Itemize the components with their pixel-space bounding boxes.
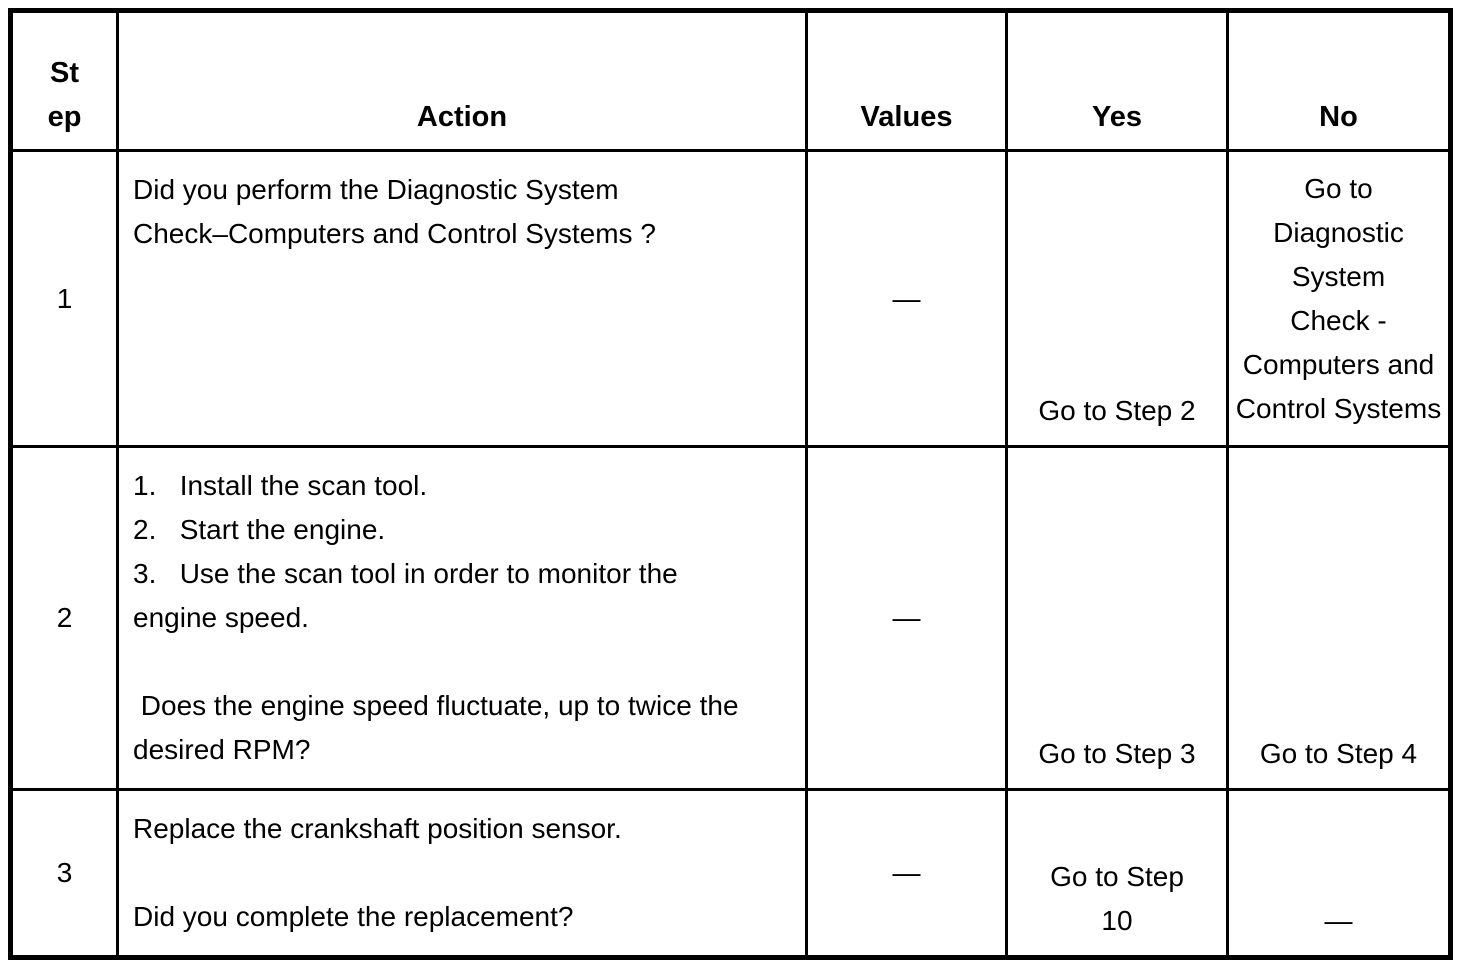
no-result-cell: Go to Step 4 (1226, 445, 1452, 791)
step-number-cell: 3 (9, 788, 119, 959)
column-header-yes: Yes (1005, 9, 1229, 152)
table-header: St ep Action Values Yes No (9, 9, 1452, 152)
table-body: 1 Did you perform the Diagnostic System … (9, 149, 1452, 959)
header-row: St ep Action Values Yes No (9, 9, 1452, 152)
table-row-step-2: 2 1. Install the scan tool. 2. Start the… (9, 445, 1452, 791)
action-cell: 1. Install the scan tool. 2. Start the e… (116, 445, 808, 791)
column-header-action: Action (116, 9, 808, 152)
values-cell: — (805, 149, 1008, 448)
values-cell: — (805, 788, 1008, 959)
yes-result-cell: Go to Step 10 (1005, 788, 1229, 959)
no-result-cell: Go to Diagnostic System Check - Computer… (1226, 149, 1452, 448)
step-number-cell: 1 (9, 149, 119, 448)
column-header-values: Values (805, 9, 1008, 152)
table-row-step-1: 1 Did you perform the Diagnostic System … (9, 149, 1452, 448)
column-header-step: St ep (9, 9, 119, 152)
column-header-no: No (1226, 9, 1452, 152)
values-cell: — (805, 445, 1008, 791)
yes-result-cell: Go to Step 3 (1005, 445, 1229, 791)
action-cell: Did you perform the Diagnostic System Ch… (116, 149, 808, 448)
diagnostic-steps-table: St ep Action Values Yes No 1 Did you per… (8, 8, 1453, 960)
no-result-cell: — (1226, 788, 1452, 959)
table-row-step-3: 3 Replace the crankshaft position sensor… (9, 788, 1452, 959)
yes-result-cell: Go to Step 2 (1005, 149, 1229, 448)
action-cell: Replace the crankshaft position sensor. … (116, 788, 808, 959)
step-number-cell: 2 (9, 445, 119, 791)
